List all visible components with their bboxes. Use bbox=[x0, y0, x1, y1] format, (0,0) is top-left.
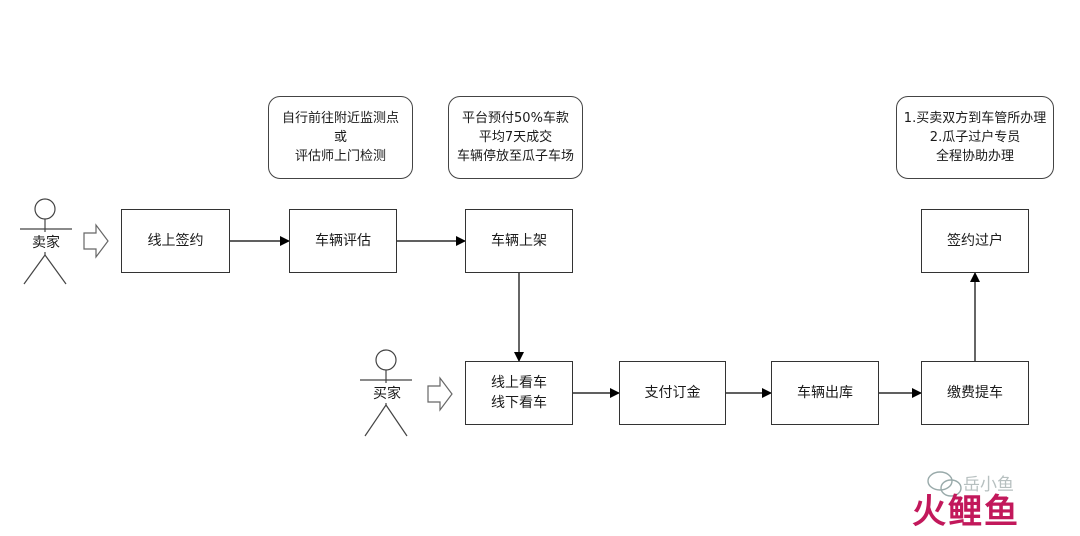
note-prepayment: 平台预付50%车款 平均7天成交 车辆停放至瓜子车场 bbox=[448, 96, 583, 179]
watermark-author: 岳小鱼 bbox=[963, 475, 1014, 495]
step-transfer: 签约过户 bbox=[921, 209, 1029, 273]
buyer-figure bbox=[360, 349, 412, 437]
step-vehicle-eval: 车辆评估 bbox=[289, 209, 397, 273]
buyer-label: 买家 bbox=[371, 383, 403, 403]
note-transfer-help: 1.买卖双方到车管所办理 2.瓜子过户专员 全程协助办理 bbox=[896, 96, 1054, 179]
step-deposit: 支付订金 bbox=[619, 361, 726, 425]
step-vehicle-listing: 车辆上架 bbox=[465, 209, 573, 273]
seller-hollow-arrow bbox=[83, 223, 109, 259]
note-inspection: 自行前往附近监测点 或 评估师上门检测 bbox=[268, 96, 413, 179]
step-online-sign: 线上签约 bbox=[121, 209, 230, 273]
step-viewing: 线上看车 线下看车 bbox=[465, 361, 573, 425]
wechat-icon bbox=[927, 471, 962, 497]
watermark-brand: 火鲤鱼 bbox=[912, 492, 1020, 532]
seller-label: 卖家 bbox=[30, 232, 62, 252]
step-pay-pickup: 缴费提车 bbox=[921, 361, 1029, 425]
buyer-hollow-arrow bbox=[427, 376, 453, 412]
step-vehicle-out: 车辆出库 bbox=[771, 361, 879, 425]
